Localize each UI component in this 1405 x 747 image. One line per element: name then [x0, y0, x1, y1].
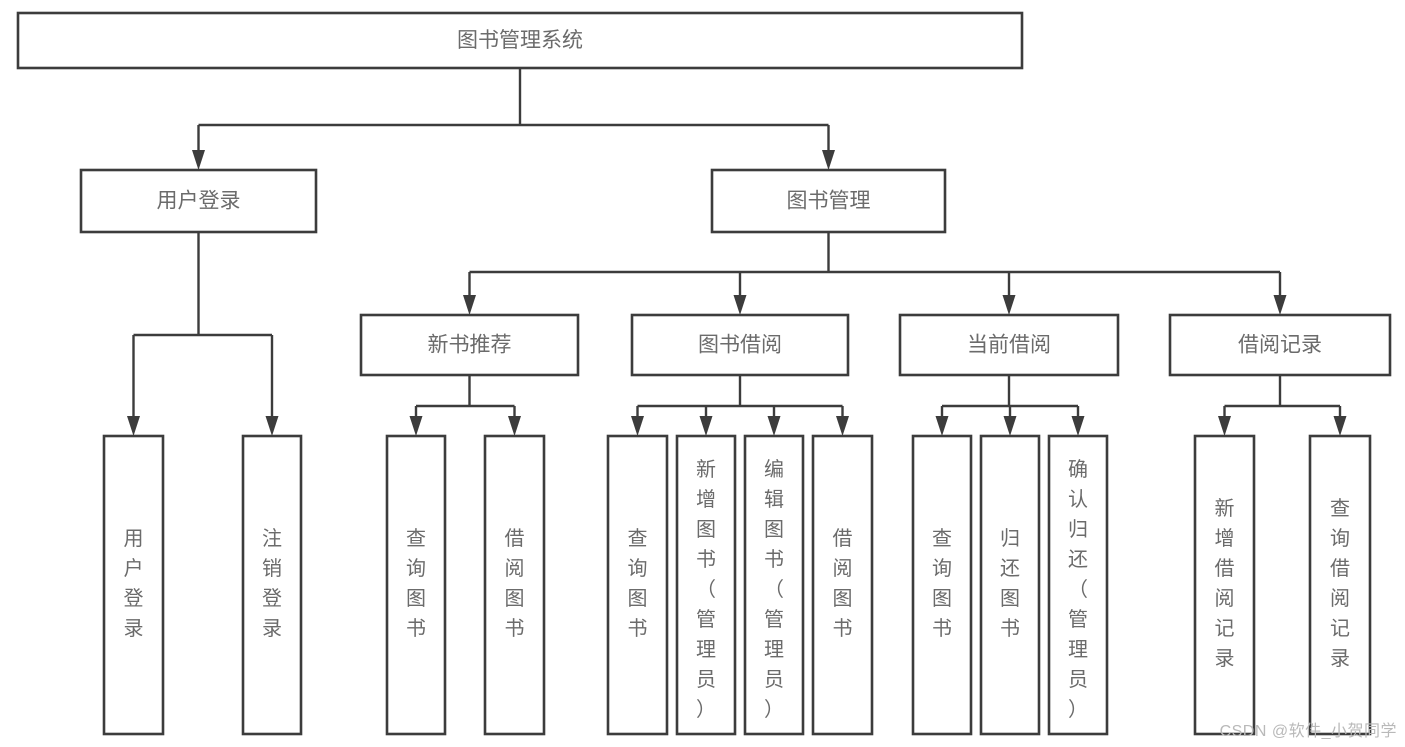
node-label: 借阅记录	[1238, 334, 1322, 357]
node-box	[675, 434, 737, 736]
node-box	[710, 168, 947, 234]
arrow-head-icon	[631, 416, 644, 436]
connector-group-root	[192, 68, 835, 170]
node-user-login[interactable]: 用户登录	[79, 168, 318, 234]
node-leaf-borrow-book-1[interactable]: 借阅图书	[483, 434, 546, 736]
arrow-head-icon	[463, 295, 476, 315]
node-box	[1193, 434, 1256, 736]
node-label: 借阅图书	[833, 527, 853, 640]
node-box	[811, 434, 874, 736]
arrow-head-icon	[733, 295, 747, 315]
node-label: 归还图书	[1000, 527, 1020, 640]
node-leaf-confirm-return[interactable]: 确认归还（管理员）	[1047, 434, 1109, 736]
node-root[interactable]: 图书管理系统	[16, 11, 1024, 70]
arrow-head-icon	[836, 416, 849, 436]
node-label: 查询图书	[628, 527, 648, 640]
node-label: 图书借阅	[698, 334, 782, 357]
arrow-head-icon	[935, 416, 949, 436]
node-leaf-query-book-2[interactable]: 查询图书	[606, 434, 669, 736]
node-new-book-rec[interactable]: 新书推荐	[359, 313, 580, 377]
node-leaf-add-record[interactable]: 新增借阅记录	[1193, 434, 1256, 736]
node-box	[979, 434, 1041, 736]
arrow-head-icon	[409, 416, 423, 436]
node-label: 用户登录	[124, 528, 144, 640]
arrow-head-icon	[1071, 416, 1085, 436]
node-box	[16, 11, 1024, 70]
node-leaf-add-book[interactable]: 新增图书（管理员）	[675, 434, 737, 736]
connector-group-user-login	[127, 232, 279, 436]
node-box	[79, 168, 318, 234]
node-label: 图书管理	[787, 190, 871, 213]
arrow-head-icon	[508, 416, 521, 436]
node-label: 用户登录	[157, 190, 241, 213]
node-label: 图书管理系统	[457, 29, 583, 52]
connector-group-borrow-record	[1218, 375, 1347, 436]
node-label: 借阅图书	[505, 527, 525, 640]
node-leaf-query-book-3[interactable]: 查询图书	[911, 434, 973, 736]
node-label: 新增图书（管理员）	[696, 458, 716, 721]
connector-group-book-borrow	[631, 375, 849, 436]
node-box	[385, 434, 447, 736]
arrow-head-icon	[192, 150, 205, 170]
connector-layer	[127, 68, 1347, 436]
node-book-borrow[interactable]: 图书借阅	[630, 313, 850, 377]
node-label: 新增借阅记录	[1215, 497, 1235, 670]
node-layer: 图书管理系统用户登录图书管理新书推荐图书借阅当前借阅借阅记录用户登录注销登录查询…	[16, 11, 1392, 736]
arrow-head-icon	[265, 416, 279, 436]
node-box	[743, 434, 805, 736]
arrow-head-icon	[1333, 416, 1347, 436]
arrow-head-icon	[1002, 295, 1016, 315]
arrow-head-icon	[1003, 416, 1017, 436]
connector-group-new-book-rec	[409, 375, 521, 436]
node-label: 查询借阅记录	[1330, 497, 1350, 670]
node-label: 当前借阅	[967, 334, 1051, 357]
node-box	[911, 434, 973, 736]
node-leaf-user-login[interactable]: 用户登录	[102, 434, 165, 736]
node-box	[359, 313, 580, 377]
arrow-head-icon	[1218, 416, 1231, 436]
node-leaf-edit-book[interactable]: 编辑图书（管理员）	[743, 434, 805, 736]
node-box	[1047, 434, 1109, 736]
node-box	[102, 434, 165, 736]
node-box	[241, 434, 303, 736]
arrow-head-icon	[127, 416, 140, 436]
node-label: 注销登录	[262, 527, 282, 640]
node-box	[483, 434, 546, 736]
node-box	[1308, 434, 1372, 736]
node-label: 查询图书	[932, 527, 952, 640]
node-current-borrow[interactable]: 当前借阅	[898, 313, 1120, 377]
arrow-head-icon	[699, 416, 713, 436]
node-label: 编辑图书（管理员）	[764, 458, 784, 721]
arrow-head-icon	[767, 416, 781, 436]
node-leaf-query-book-1[interactable]: 查询图书	[385, 434, 447, 736]
connector-group-book-manage	[463, 232, 1287, 315]
node-box	[606, 434, 669, 736]
node-label: 确认归还（管理员）	[1068, 458, 1088, 721]
node-book-manage[interactable]: 图书管理	[710, 168, 947, 234]
node-leaf-user-logout[interactable]: 注销登录	[241, 434, 303, 736]
node-box	[1168, 313, 1392, 377]
node-borrow-record[interactable]: 借阅记录	[1168, 313, 1392, 377]
node-leaf-return-book[interactable]: 归还图书	[979, 434, 1041, 736]
node-box	[630, 313, 850, 377]
node-leaf-borrow-book-2[interactable]: 借阅图书	[811, 434, 874, 736]
arrow-head-icon	[822, 150, 835, 170]
node-label: 查询图书	[406, 527, 426, 640]
connector-group-current-borrow	[935, 375, 1085, 436]
arrow-head-icon	[1273, 295, 1287, 315]
node-label: 新书推荐	[428, 334, 512, 357]
node-leaf-query-record[interactable]: 查询借阅记录	[1308, 434, 1372, 736]
node-box	[898, 313, 1120, 377]
